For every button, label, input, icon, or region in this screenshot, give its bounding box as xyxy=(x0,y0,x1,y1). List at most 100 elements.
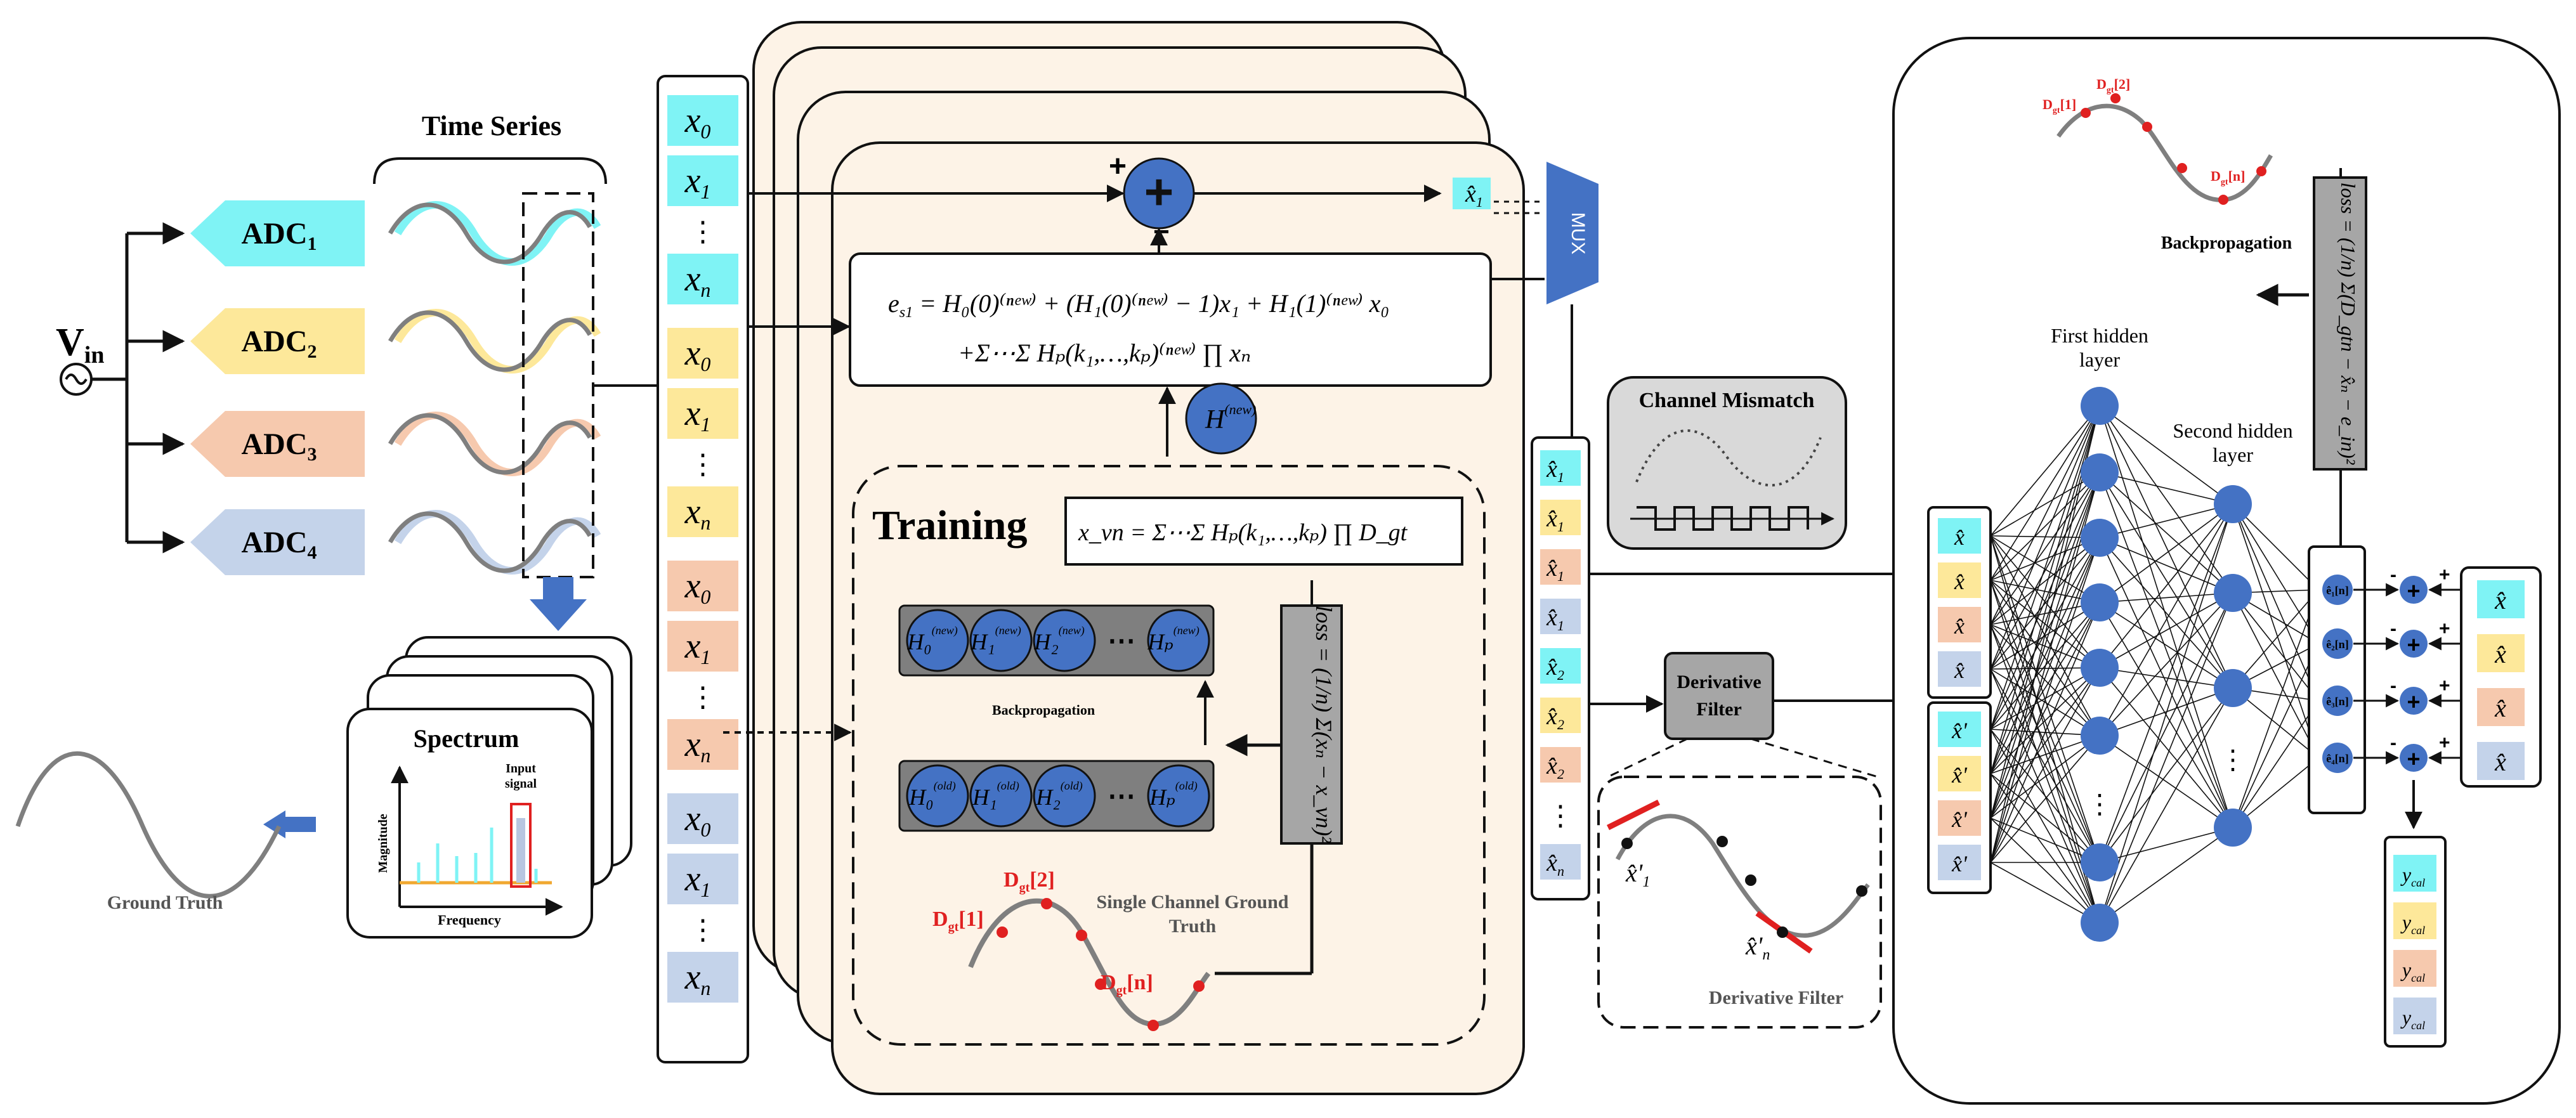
sample-cell xyxy=(667,155,738,206)
ycal-label: ycal xyxy=(2400,958,2425,984)
nn-input-label: x̂' xyxy=(1951,807,1968,832)
xhat-cell xyxy=(1540,599,1581,634)
derivative-label-1: x̂'1 xyxy=(1625,859,1650,890)
sample-cell xyxy=(667,854,738,904)
nn-input-label: x̂ xyxy=(1954,524,1965,550)
dgt-label-1: Dgt[1] xyxy=(932,907,984,934)
error-node xyxy=(2322,743,2353,773)
adc-label-2: ADC2 xyxy=(242,325,317,362)
xhat-cell xyxy=(1540,648,1581,684)
sum-symbol-small: + xyxy=(2407,746,2420,772)
right-xhat-label: x̂ xyxy=(2494,640,2506,668)
minus-sign: − xyxy=(1153,216,1170,247)
sample-label: x0 xyxy=(684,101,711,143)
nn-input-label: x̂ xyxy=(1954,658,1965,683)
nn-dgt-label-2: Dgt[2] xyxy=(2096,76,2130,95)
minus-sign-small: - xyxy=(2390,732,2396,753)
xhat-label: x̂2 xyxy=(1546,753,1564,782)
xhat-label: x̂1 xyxy=(1546,555,1564,584)
h-node xyxy=(1147,764,1210,828)
nn-input-cell xyxy=(1938,845,1981,880)
nn-input-cell xyxy=(1938,562,1981,598)
minus-sign-small: - xyxy=(2390,675,2396,696)
adc-label-4: ADC4 xyxy=(242,526,317,563)
nn-input-cell xyxy=(1938,607,1981,642)
h-node xyxy=(969,764,1033,828)
adc-block-2: ADC2 xyxy=(190,308,365,374)
h-node-label: H₂(old) xyxy=(1035,779,1083,810)
sample-ellipsis: ⋮ xyxy=(689,449,717,480)
derivative-filter-label-1: Derivative xyxy=(1677,672,1761,692)
input-signal-label-2: signal xyxy=(505,777,537,791)
first-hidden-node xyxy=(2081,904,2119,942)
time-series-title: Time Series xyxy=(422,110,561,141)
dgt-label-2: Dgt[2] xyxy=(1004,868,1055,895)
xhat-label: x̂1 xyxy=(1546,604,1564,634)
sum-node-small xyxy=(2400,687,2428,715)
first-hidden-node xyxy=(2081,843,2119,881)
ycal-label: ycal xyxy=(2400,911,2425,937)
sum-node-small xyxy=(2400,576,2428,604)
minus-sign-small: - xyxy=(2390,618,2396,639)
h-node-label: Hₚ(new) xyxy=(1147,624,1199,654)
first-hidden-node xyxy=(2081,649,2119,687)
h-node-ellipsis: ⋯ xyxy=(1108,625,1135,656)
derivative-caption: Derivative Filter xyxy=(1709,987,1843,1008)
h-new-label: H(new) xyxy=(1205,401,1256,434)
nn-ellipsis-1: ⋮ xyxy=(2086,790,2113,819)
ground-truth-wave xyxy=(968,898,1211,1027)
sample-label: x0 xyxy=(684,566,711,608)
vin-label: Vin xyxy=(56,321,104,368)
sample-label: x1 xyxy=(684,627,711,668)
derivative-detail-box xyxy=(1597,776,1882,1029)
time-series: Time Series xyxy=(373,110,607,631)
nn-input-label: x̂ xyxy=(1954,569,1965,594)
xhat-label: x̂n xyxy=(1546,850,1564,879)
xhat-cell xyxy=(1540,450,1581,486)
sample-cell xyxy=(667,952,738,1003)
xhat-cell xyxy=(1540,500,1581,535)
sample-cell xyxy=(667,621,738,672)
sample-label: xn xyxy=(684,725,711,767)
right-xhat-box xyxy=(2460,566,2542,788)
right-xhat-cell xyxy=(2477,688,2525,726)
ground-truth-title-2: Truth xyxy=(1169,916,1217,937)
volterra-panel: + + − x̂1 es1 = H₀(0)⁽ⁿᵉʷ⁾ + (H₁(0)⁽ⁿᵉʷ⁾… xyxy=(723,21,1545,1095)
error-node xyxy=(2322,686,2353,716)
h-node-label: H₀(new) xyxy=(906,624,958,654)
first-hidden-label-2: layer xyxy=(2079,348,2120,371)
h-node-label: H₀(old) xyxy=(908,779,956,810)
second-hidden-node xyxy=(2214,669,2252,707)
derivative-filter: Derivative Filter x̂'1 x̂'n Derivative F… xyxy=(1597,652,1921,1029)
plus-sign-small: + xyxy=(2439,564,2450,585)
error-node xyxy=(2322,628,2353,659)
sum-symbol-small: + xyxy=(2407,632,2420,658)
backprop-label: Backpropagation xyxy=(992,702,1095,718)
sum-symbol-small: + xyxy=(2407,578,2420,604)
spectrum-ylabel: Magnitude xyxy=(376,814,390,873)
neural-net-panel: x̂x̂x̂x̂x̂'x̂'x̂'x̂' First hidden layer … xyxy=(1892,37,2561,1105)
h-node-label: H₁(new) xyxy=(970,624,1021,654)
error-equation-line2: +Σ⋯Σ Hₚ(k₁,…,kₚ)⁽ⁿᵉʷ⁾ ∏ xₙ xyxy=(958,339,1251,367)
sample-cell xyxy=(667,254,738,304)
xhat-cell xyxy=(1540,549,1581,585)
h-node xyxy=(906,764,969,828)
training-title: Training xyxy=(872,502,1028,549)
xhat-cell xyxy=(1540,747,1581,783)
xhat-label: x̂2 xyxy=(1546,703,1564,732)
h-node-label: H₁(old) xyxy=(972,779,1019,810)
ycal-cell xyxy=(2393,950,2436,987)
ground-truth-left: Ground Truth xyxy=(15,751,316,913)
xhat-label: x̂1 xyxy=(1546,505,1564,535)
sum-node-small xyxy=(2400,744,2428,772)
error-equation-line1: es1 = H₀(0)⁽ⁿᵉʷ⁾ + (H₁(0)⁽ⁿᵉʷ⁾ − 1)x₁ + … xyxy=(888,289,1389,321)
xhat-cell xyxy=(1540,844,1581,880)
sample-cell xyxy=(667,561,738,611)
sample-label: x1 xyxy=(684,161,711,203)
right-xhat-label: x̂ xyxy=(2494,586,2506,614)
minus-sign-small: - xyxy=(2390,564,2396,585)
h-node-ellipsis: ⋯ xyxy=(1108,781,1135,812)
ts-ref-wave-1 xyxy=(388,202,592,264)
ts-ref-wave-3 xyxy=(388,413,592,475)
second-hidden-label: Second hidden xyxy=(2173,419,2292,442)
